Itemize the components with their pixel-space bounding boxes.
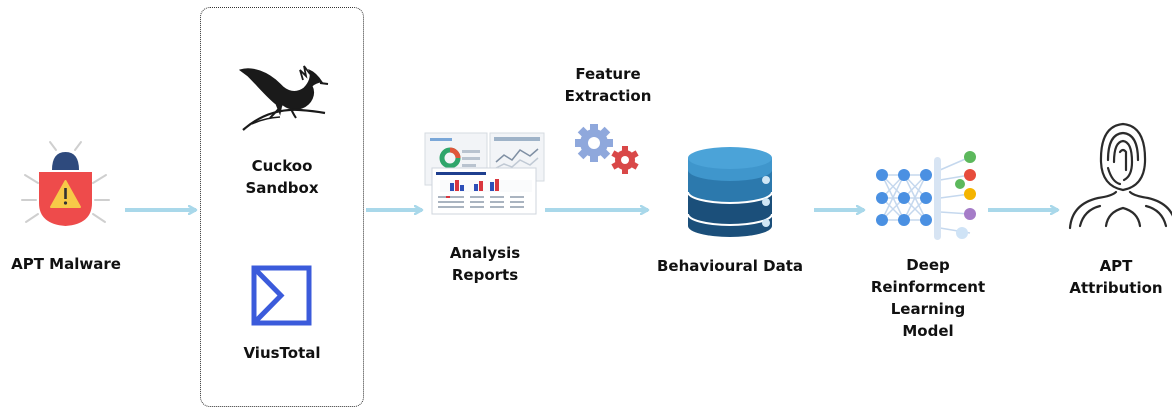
analysis-tools-group [200, 7, 364, 407]
report-documents-icon [424, 132, 545, 215]
bug-warning-icon [21, 141, 110, 226]
cuckoo-bird-icon [238, 65, 329, 131]
label-apt-attribution: APT Attribution [1062, 255, 1170, 299]
label-virustotal: ViusTotal [243, 344, 321, 362]
gears-icon [575, 124, 639, 174]
label-cuckoo-line-2: Sandbox [245, 179, 319, 197]
label-analysis-line-1: Analysis [449, 244, 521, 262]
label-apt-malware: APT Malware [11, 255, 121, 273]
label-drl-line-2: Reinformcent [870, 278, 986, 296]
label-attribution-line-1: APT [1099, 257, 1133, 275]
label-drl-line-3: Learning [890, 300, 966, 318]
database-icon [687, 147, 773, 237]
label-cuckoo-line-1: Cuckoo [251, 157, 313, 175]
label-drl-model: Deep Reinformcent Learning Model [858, 254, 998, 342]
label-attribution-line-2: Attribution [1069, 279, 1163, 297]
label-analysis-line-2: Reports [451, 266, 519, 284]
label-drl-line-4: Model [902, 322, 954, 340]
fingerprint-person-icon [1068, 122, 1172, 230]
label-feature-line-1: Feature [575, 65, 641, 83]
label-behavioural-data: Behavioural Data [656, 257, 804, 275]
neural-network-icon [876, 151, 976, 240]
label-analysis-reports: Analysis Reports [420, 242, 550, 286]
label-feature-extraction: Feature Extraction [548, 63, 668, 107]
label-drl-line-1: Deep [906, 256, 950, 274]
label-feature-line-2: Extraction [564, 87, 652, 105]
label-cuckoo-sandbox: Cuckoo Sandbox [220, 155, 344, 199]
virustotal-sigma-icon [251, 265, 312, 326]
